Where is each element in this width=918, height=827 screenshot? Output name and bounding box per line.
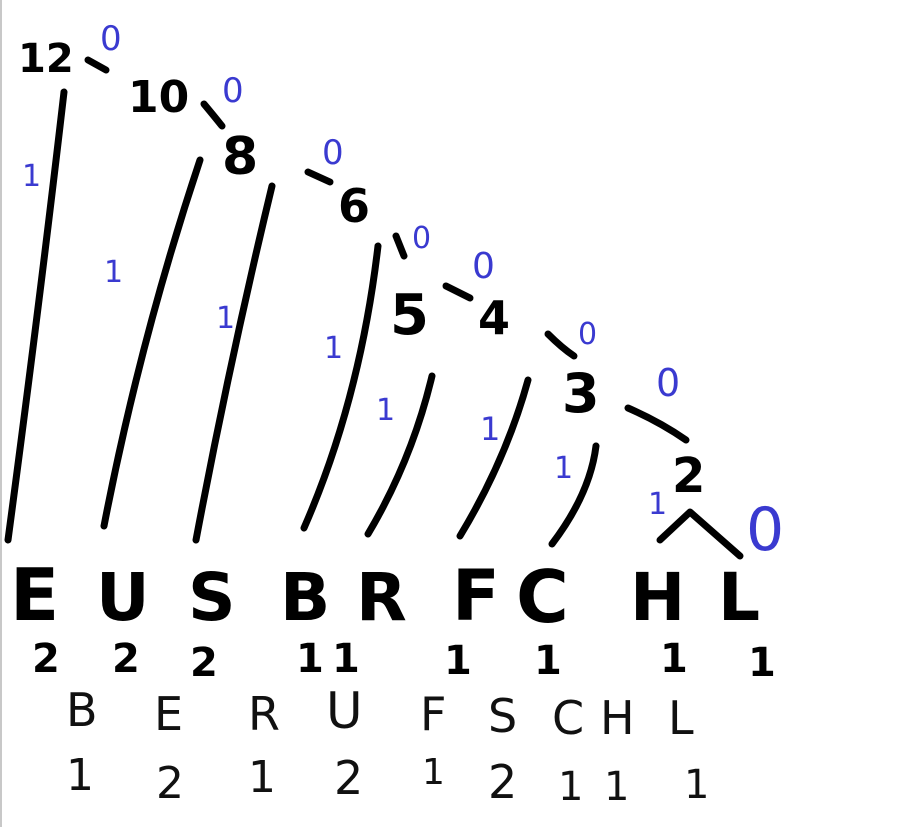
edge-5-R bbox=[364, 372, 436, 538]
count-S: 2 bbox=[190, 640, 218, 686]
orig-count-C: 1 bbox=[558, 764, 583, 810]
edge-2-H-L bbox=[656, 508, 744, 560]
orig-count-S: 2 bbox=[488, 755, 517, 809]
orig-letter-C: C bbox=[552, 691, 584, 745]
node-4: 4 bbox=[478, 291, 510, 345]
edge-6-B bbox=[300, 242, 382, 532]
zero-label-6: 0 bbox=[578, 317, 597, 352]
count-U: 2 bbox=[112, 636, 140, 682]
leaf-H: H bbox=[630, 559, 685, 636]
zero-label-4: 0 bbox=[412, 221, 431, 256]
orig-count-B: 1 bbox=[66, 750, 94, 801]
one-label-6: 1 bbox=[480, 410, 500, 448]
leaf-F: F bbox=[452, 555, 500, 637]
orig-letter-F: F bbox=[420, 687, 446, 741]
branch-8-6 bbox=[304, 168, 334, 186]
leaf-E: E bbox=[10, 553, 59, 637]
node-12: 12 bbox=[18, 36, 74, 82]
one-branches bbox=[4, 88, 744, 560]
count-B: 1 bbox=[296, 636, 324, 682]
orig-count-H: 1 bbox=[604, 764, 629, 810]
orig-count-E: 2 bbox=[156, 758, 184, 809]
internal-node-labels: 12 10 8 6 5 4 3 2 bbox=[18, 36, 705, 504]
canvas-left-border bbox=[0, 0, 2, 827]
one-label-2: 1 bbox=[104, 255, 123, 290]
orig-letter-U: U bbox=[326, 682, 363, 740]
branch-12-10 bbox=[84, 56, 110, 74]
leaf-U: U bbox=[96, 559, 150, 636]
orig-count-F: 1 bbox=[422, 752, 445, 793]
zero-label-7: 0 bbox=[656, 361, 680, 405]
edge-4-F bbox=[456, 376, 532, 540]
leaf-S: S bbox=[188, 559, 236, 636]
count-L: 1 bbox=[748, 640, 776, 686]
zero-label-8: 0 bbox=[746, 495, 784, 565]
original-word: B E R U F S C H L bbox=[66, 682, 694, 745]
zero-branches bbox=[84, 56, 690, 444]
count-C: 1 bbox=[534, 638, 562, 684]
node-8: 8 bbox=[222, 127, 258, 187]
leaf-letters: E U S B R F C H L bbox=[10, 553, 760, 639]
count-H: 1 bbox=[660, 636, 688, 682]
edge-8-S bbox=[192, 182, 276, 544]
leaf-counts: 2 2 2 1 1 1 1 1 1 bbox=[32, 636, 776, 686]
orig-letter-E: E bbox=[154, 687, 183, 741]
branch-3-2 bbox=[624, 404, 690, 444]
one-label-4: 1 bbox=[324, 331, 343, 366]
edge-10-U bbox=[100, 156, 204, 530]
orig-letter-B: B bbox=[66, 683, 98, 737]
orig-letter-H: H bbox=[600, 691, 635, 745]
branch-10-8 bbox=[200, 100, 226, 130]
branch-5-4 bbox=[442, 282, 474, 302]
zero-edge-labels: 0 0 0 0 0 0 0 0 bbox=[100, 19, 784, 565]
orig-count-U: 2 bbox=[334, 751, 363, 805]
count-R: 1 bbox=[332, 636, 360, 682]
orig-count-L: 1 bbox=[684, 762, 709, 808]
orig-count-R: 1 bbox=[248, 752, 276, 803]
zero-label-5: 0 bbox=[472, 246, 495, 287]
leaf-C: C bbox=[516, 555, 569, 639]
edge-3-C bbox=[548, 442, 600, 548]
branch-4-3 bbox=[544, 330, 578, 360]
zero-label-2: 0 bbox=[222, 71, 244, 111]
node-2: 2 bbox=[672, 448, 705, 504]
one-label-5: 1 bbox=[376, 393, 395, 428]
count-F: 1 bbox=[444, 638, 472, 684]
node-5: 5 bbox=[390, 283, 429, 348]
leaf-L: L bbox=[718, 559, 760, 636]
one-edge-labels: 1 1 1 1 1 1 1 1 bbox=[22, 159, 667, 522]
node-3: 3 bbox=[562, 362, 600, 425]
leaf-B: B bbox=[280, 559, 330, 636]
node-10: 10 bbox=[128, 72, 189, 123]
one-label-1: 1 bbox=[22, 159, 41, 194]
one-label-8: 1 bbox=[648, 487, 667, 522]
orig-letter-R: R bbox=[248, 687, 280, 741]
branch-6-5 bbox=[392, 232, 408, 260]
edge-12-E bbox=[4, 88, 68, 544]
one-label-7: 1 bbox=[554, 451, 573, 486]
one-label-3: 1 bbox=[216, 301, 235, 336]
original-counts: 1 2 1 2 1 2 1 1 1 bbox=[66, 750, 709, 810]
zero-label-3: 0 bbox=[322, 133, 344, 173]
leaf-R: R bbox=[356, 559, 407, 636]
node-6: 6 bbox=[338, 179, 370, 233]
orig-letter-L: L bbox=[668, 691, 694, 745]
orig-letter-S: S bbox=[488, 689, 517, 743]
count-E: 2 bbox=[32, 636, 60, 682]
zero-label-1: 0 bbox=[100, 19, 122, 59]
